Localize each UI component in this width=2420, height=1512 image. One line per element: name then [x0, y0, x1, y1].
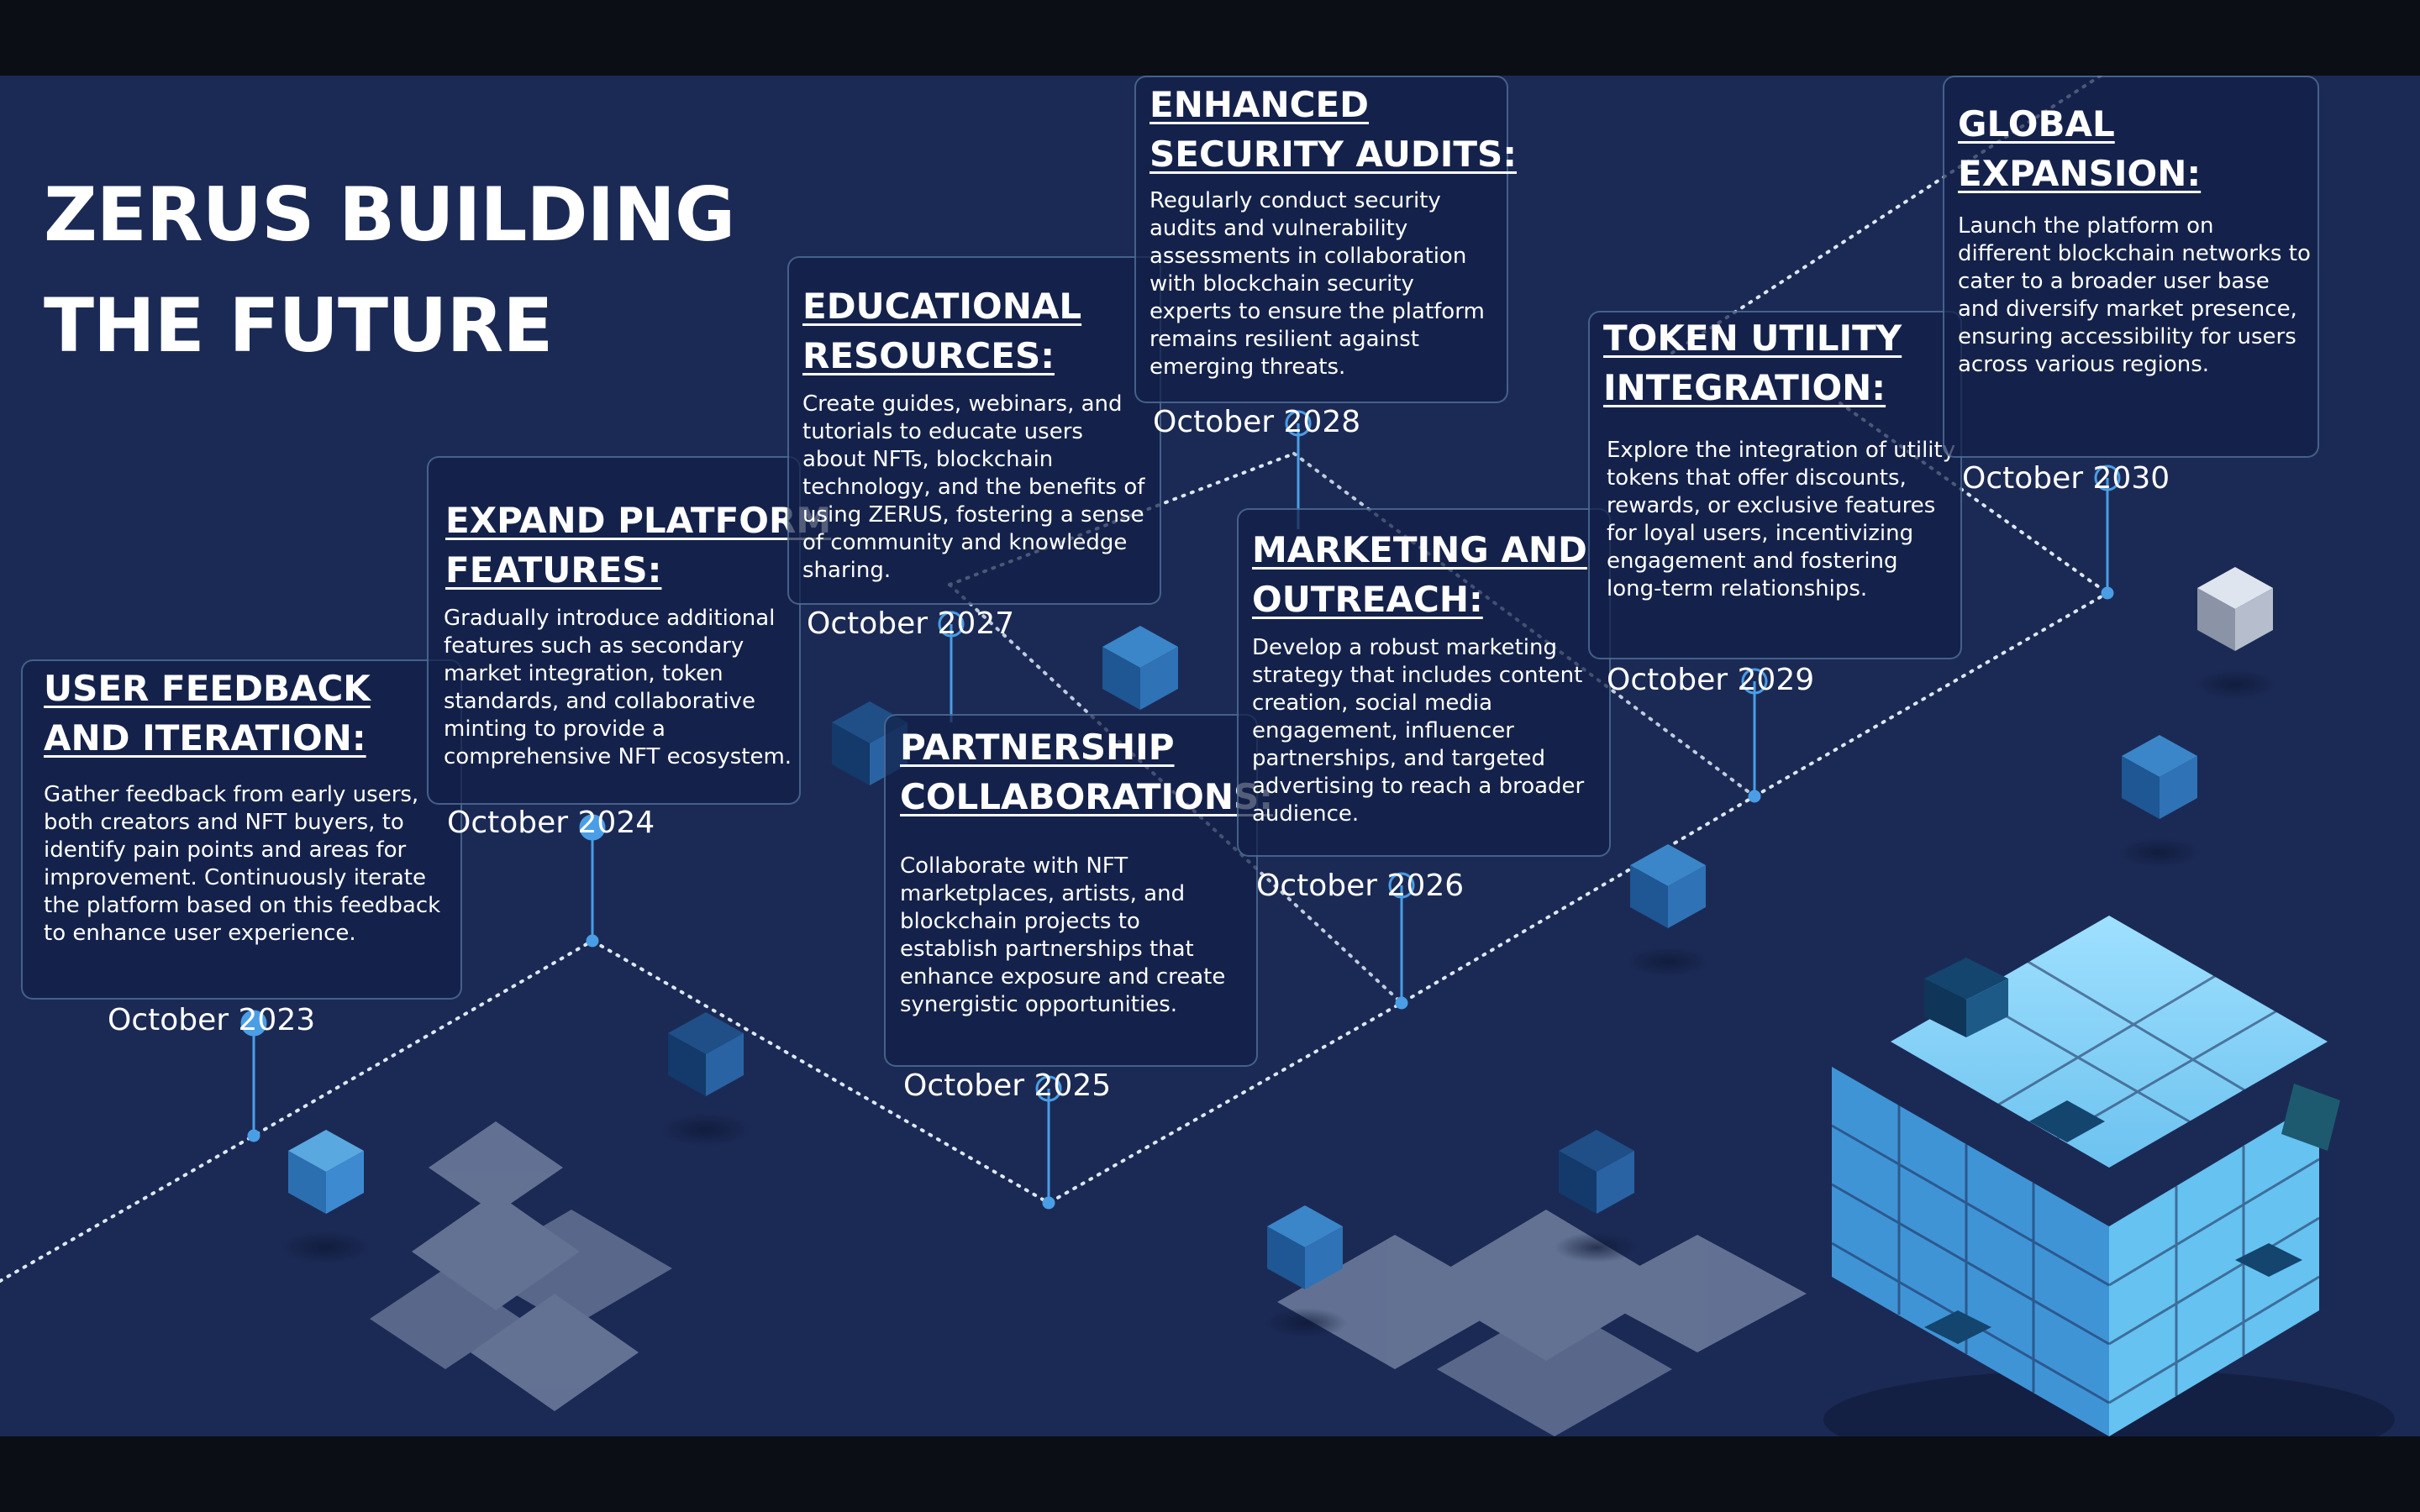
- milestone-card-2026: [1237, 508, 1611, 857]
- milestone-date-2024: October 2024: [447, 806, 655, 840]
- milestone-card-2028: [1134, 76, 1508, 403]
- milestone-card-2025: [884, 714, 1258, 1067]
- milestone-description-2026: Develop a robust marketing strategy that…: [1252, 635, 1585, 827]
- milestone-date-2026: October 2026: [1256, 869, 1465, 903]
- milestone-card-2023: [21, 659, 462, 1000]
- milestone-card-2027: [787, 256, 1161, 605]
- milestone-description-2025: Collaborate with NFT marketplaces, artis…: [900, 853, 1226, 1017]
- milestone-card-2029: [1588, 311, 1962, 659]
- page-title: ZERUS BUILDING THE FUTURE: [44, 160, 735, 381]
- floor-tiles-left: [370, 1121, 672, 1411]
- milestone-description-2023: Gather feedback from early users, both c…: [44, 782, 441, 946]
- floor-tiles-right: [1277, 1210, 1807, 1436]
- milestone-date-2025: October 2025: [903, 1068, 1112, 1103]
- milestone-date-2027: October 2027: [807, 606, 1015, 641]
- page-title-line2: THE FUTURE: [44, 282, 553, 369]
- floating-cubes: [280, 567, 2277, 1338]
- milestone-description-2029: Explore the integration of utility token…: [1607, 438, 1956, 601]
- milestone-description-2030: Launch the platform on different blockch…: [1958, 213, 2311, 377]
- bottom-letterbox-bar: [0, 1436, 2420, 1512]
- milestone-date-2030: October 2030: [1962, 461, 2170, 496]
- milestone-description-2028: Regularly conduct security audits and vu…: [1150, 188, 1485, 380]
- roadmap-decoration: [0, 76, 2395, 1436]
- milestone-description-2024: Gradually introduce additional features …: [444, 606, 792, 769]
- milestone-card-2024: [427, 456, 801, 805]
- milestone-date-2029: October 2029: [1607, 663, 1815, 697]
- page-title-line1: ZERUS BUILDING: [44, 171, 735, 258]
- milestone-card-2030: [1943, 76, 2319, 458]
- milestone-date-2023: October 2023: [108, 1003, 316, 1037]
- large-cube-cluster: [1823, 916, 2395, 1436]
- milestone-pins: [240, 410, 2121, 1210]
- top-letterbox-bar: [0, 0, 2420, 76]
- milestone-description-2027: Create guides, webinars, and tutorials t…: [802, 391, 1145, 583]
- milestone-date-2028: October 2028: [1153, 405, 1361, 439]
